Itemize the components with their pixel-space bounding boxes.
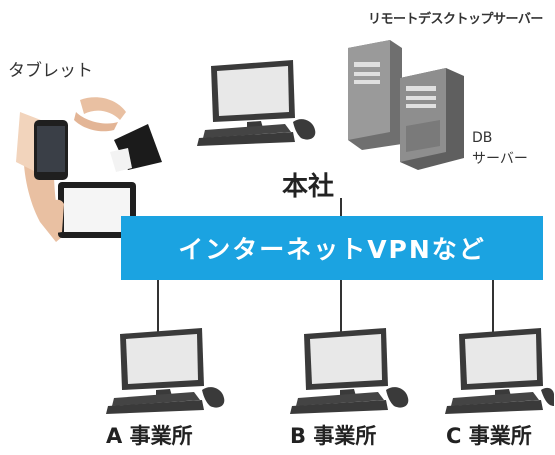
headquarters-label: 本社: [282, 172, 335, 202]
office-b-label: B 事業所: [290, 424, 377, 448]
db-server-label: DB サーバー: [472, 128, 528, 170]
desktop-computer-icon: [290, 328, 409, 414]
server-tower-icon: [348, 40, 402, 150]
network-label: インターネットVPNなど: [178, 235, 486, 264]
desktop-computer-icon: [197, 60, 316, 146]
network-banner: インターネットVPNなど: [121, 216, 543, 280]
tablet-label: タブレット: [8, 61, 93, 81]
office-c-label: C 事業所: [446, 424, 532, 448]
db-server-label-line1: DB: [472, 130, 493, 146]
server-tower-icon: [400, 68, 464, 170]
remote-desktop-server-label: リモートデスクトップサーバー: [368, 12, 543, 27]
desktop-computer-icon: [445, 328, 554, 414]
db-server-label-line2: サーバー: [472, 151, 528, 167]
office-a-label: A 事業所: [106, 424, 193, 448]
tablet-hands-image: [16, 97, 162, 242]
desktop-computer-icon: [106, 328, 225, 414]
